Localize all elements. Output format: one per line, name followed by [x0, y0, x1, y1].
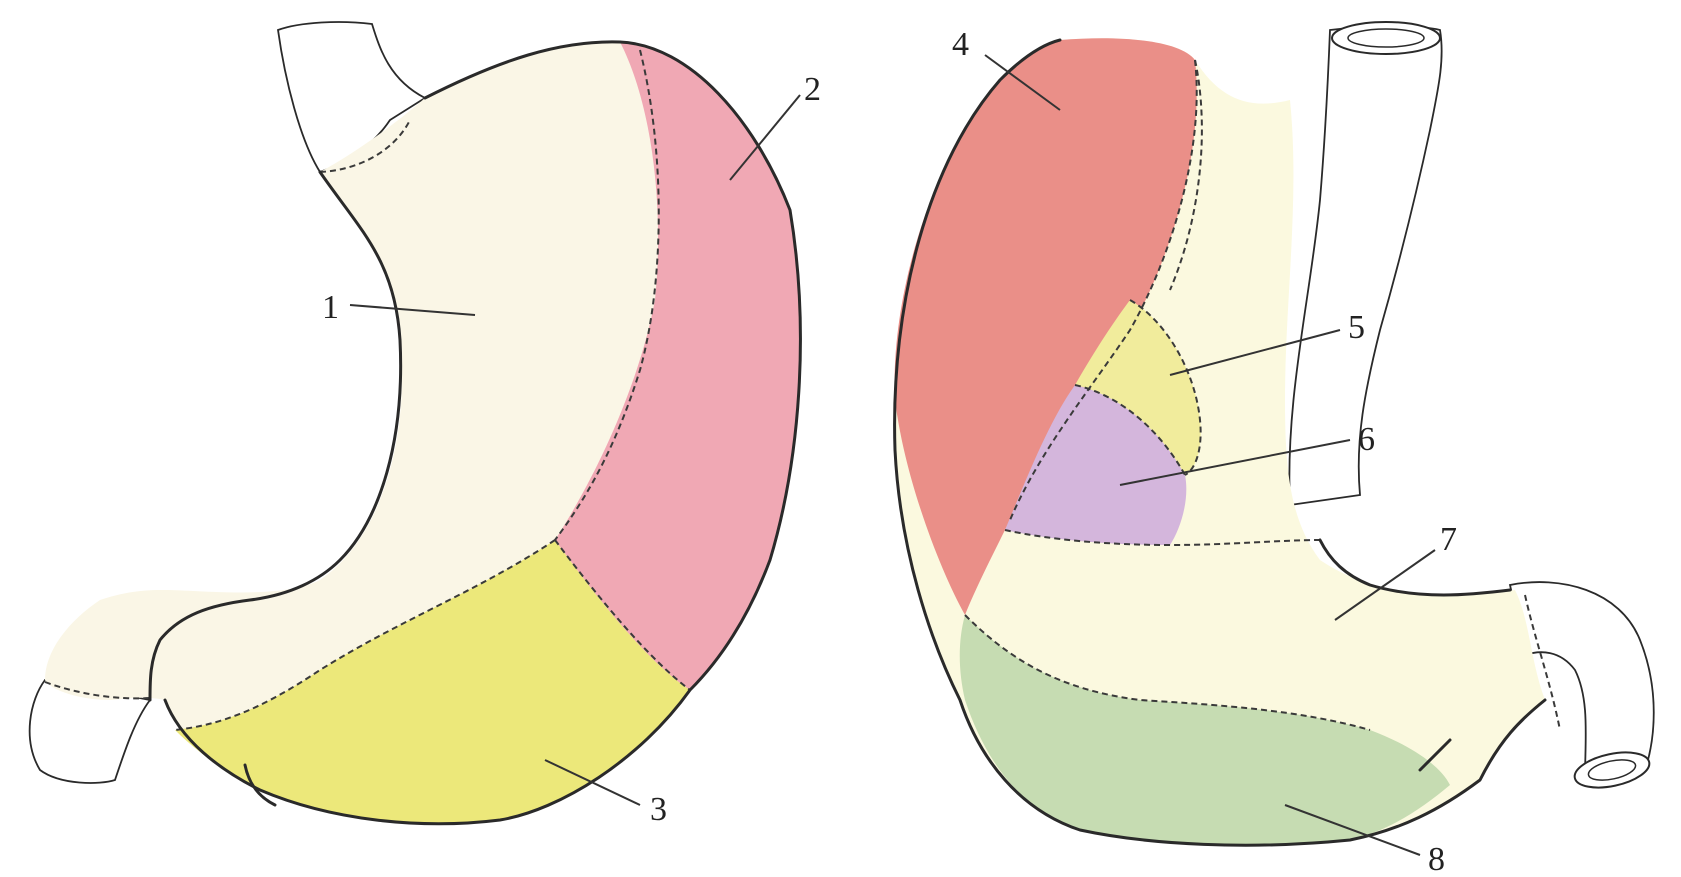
- label-1: 1: [322, 289, 339, 326]
- right-stomach: [895, 22, 1654, 845]
- label-5: 5: [1348, 309, 1365, 346]
- left-stomach: [30, 22, 801, 824]
- right-esophagus-opening-inner: [1348, 29, 1424, 47]
- label-6: 6: [1358, 421, 1375, 458]
- label-2: 2: [804, 71, 821, 108]
- label-4: 4: [952, 26, 969, 63]
- label-3: 3: [650, 791, 667, 828]
- label-7: 7: [1440, 521, 1457, 558]
- label-8: 8: [1428, 841, 1445, 877]
